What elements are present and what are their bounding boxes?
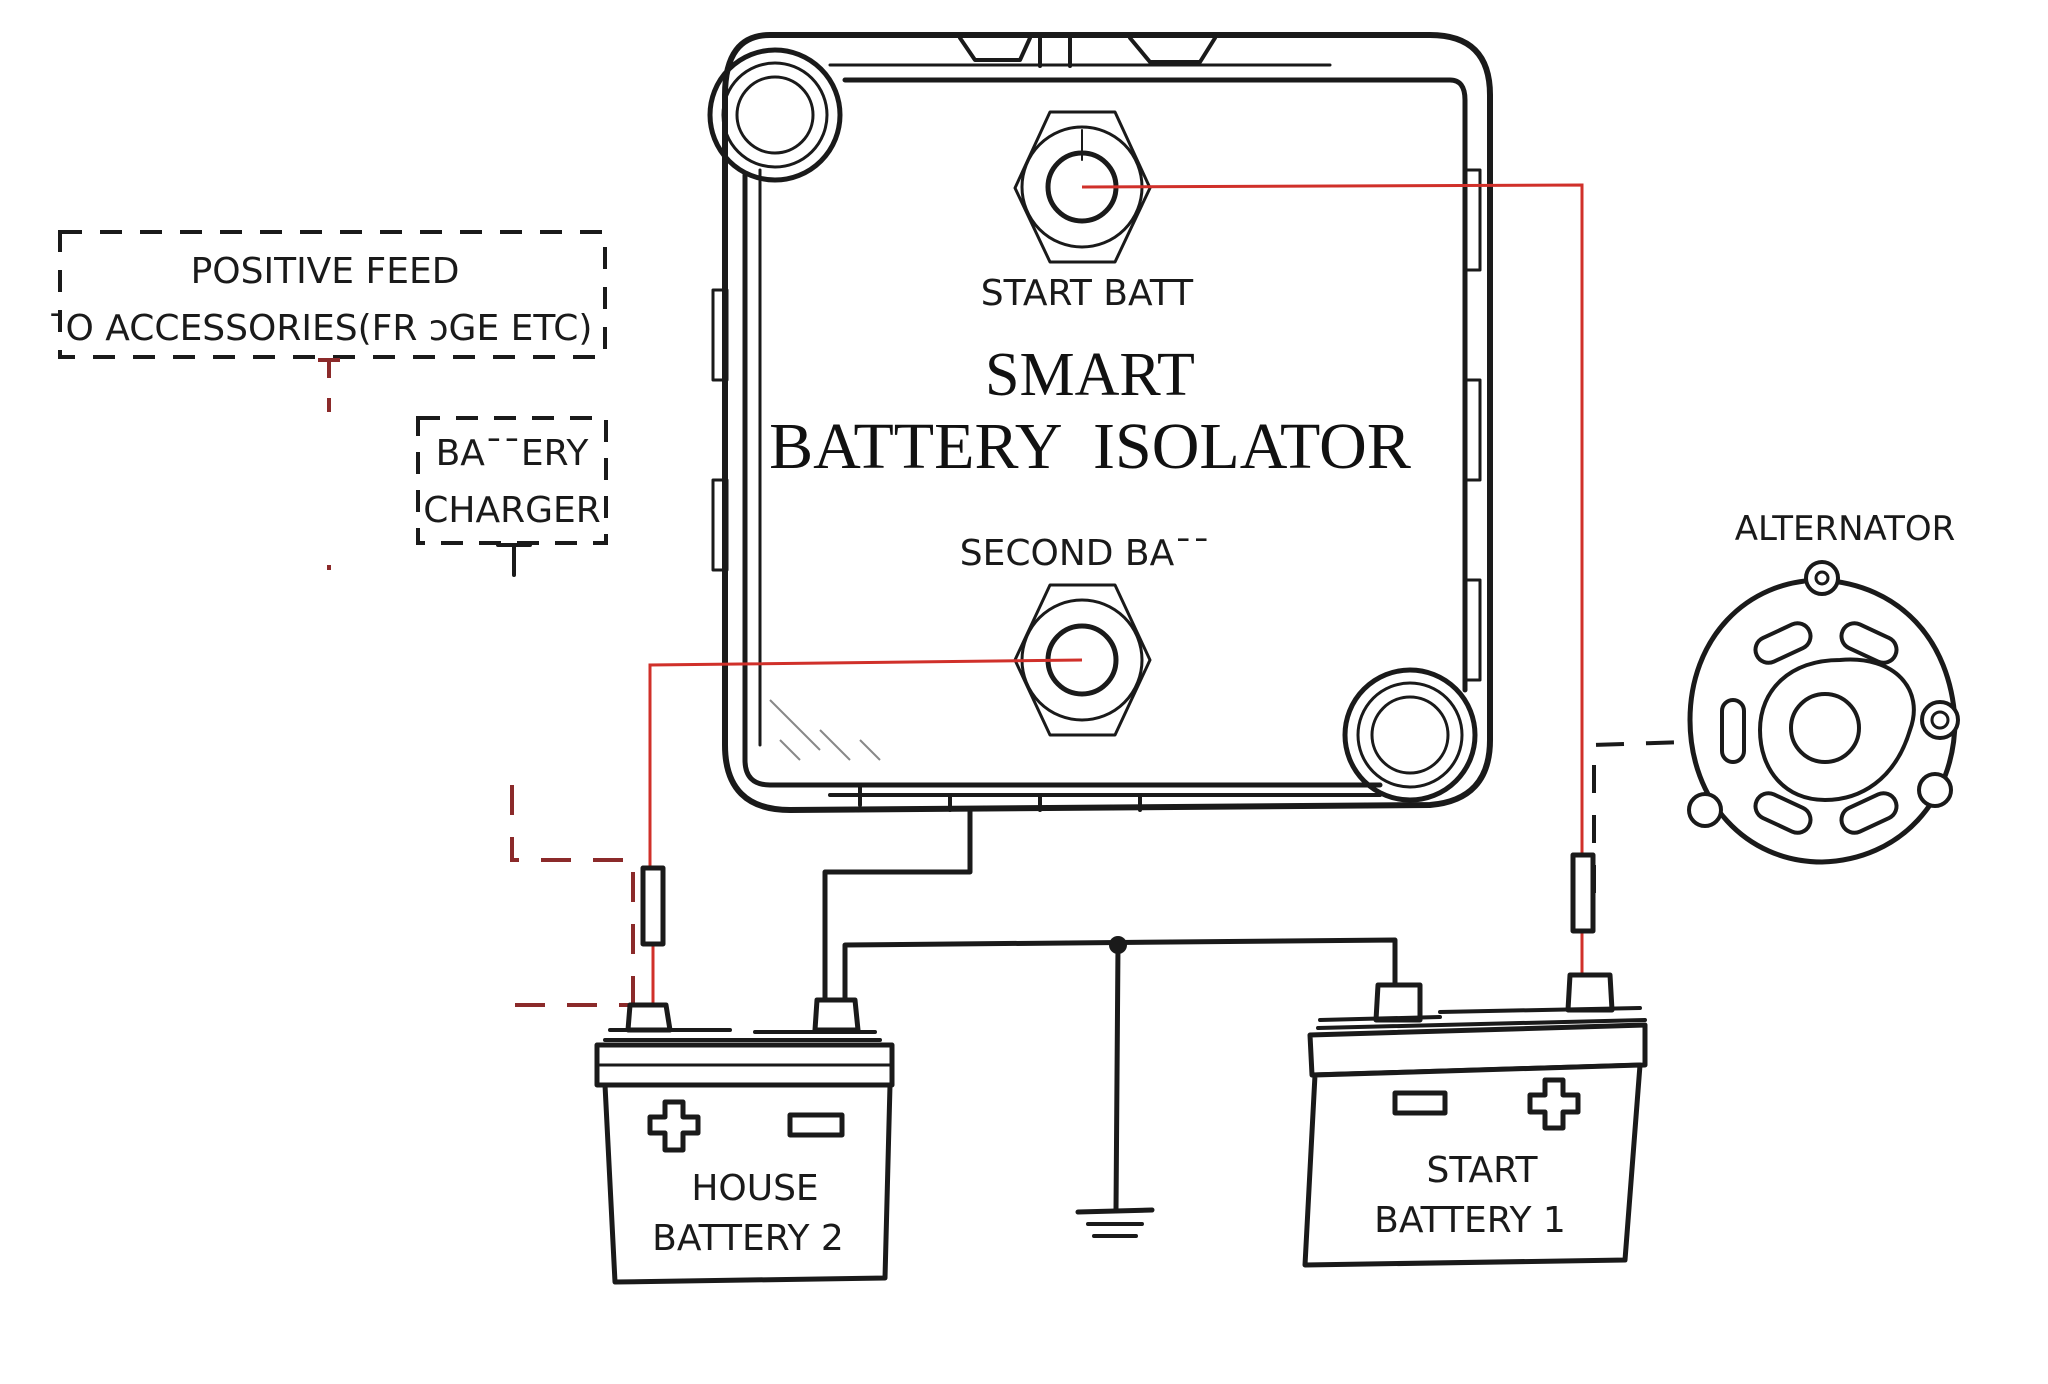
minus-icon xyxy=(1392,1090,1448,1116)
start-battery-label-line1: START xyxy=(1426,1150,1538,1191)
isolator-ground-wire xyxy=(822,807,973,1003)
positive-feed-accessories-box: POSITIVE FEED ¯O ACCESSORIES(FR ɔGE ETC) xyxy=(48,230,607,570)
alternator: ALTERNATOR xyxy=(1687,509,1960,865)
start-negative-post xyxy=(1373,982,1423,1023)
alternator-shaft xyxy=(1789,692,1861,764)
charger-label-line1: BA¯¯ERY xyxy=(436,433,590,474)
minus-icon xyxy=(787,1112,845,1138)
charger-tap xyxy=(496,543,532,577)
isolator-bottom-tabs xyxy=(828,783,1382,812)
charger-dashed-feed xyxy=(510,785,635,1010)
isolator-title-line2: BATTERY ISOLATOR xyxy=(769,410,1411,483)
smart-battery-isolator: START BATT SMART BATTERY ISOLATOR SECOND… xyxy=(707,32,1493,813)
ground-drop-wire xyxy=(1113,942,1121,1213)
accessories-label-line1: POSITIVE FEED xyxy=(191,251,460,292)
house-battery-label-line1: HOUSE xyxy=(691,1168,818,1209)
plus-icon xyxy=(1527,1077,1581,1131)
second-batt-label: SECOND BA¯¯ xyxy=(960,533,1211,574)
accessories-dashed-border xyxy=(58,230,607,359)
start-battery-1: START BATTERY 1 xyxy=(1302,972,1648,1268)
start-batt-label: START BATT xyxy=(981,273,1194,314)
accessories-feed-tap xyxy=(318,358,340,570)
start-battery-positive-wire xyxy=(1081,183,1584,880)
mounting-bolt-bottom-right xyxy=(1342,667,1478,803)
alternator-housing xyxy=(1687,577,1958,865)
house-positive-post xyxy=(625,1002,673,1033)
battery-charger-box: BA¯¯ERY CHARGER xyxy=(416,416,608,577)
start-positive-post xyxy=(1565,972,1615,1013)
house-battery-label-line2: BATTERY 2 xyxy=(652,1218,844,1259)
start-battery-case xyxy=(1302,1062,1643,1268)
isolator-top-tabs xyxy=(958,36,1217,68)
mounting-bolt-top-left xyxy=(707,47,843,183)
alternator-rotor xyxy=(1758,657,1916,802)
plus-icon xyxy=(647,1099,701,1153)
isolator-title-line1: SMART xyxy=(985,341,1195,409)
alternator-label: ALTERNATOR xyxy=(1735,509,1956,549)
alternator-dashed-feed xyxy=(1592,740,1686,893)
start-fuse xyxy=(1570,852,1596,934)
house-battery-2: HOUSE BATTERY 2 xyxy=(594,997,895,1285)
accessories-label-line2: ¯O ACCESSORIES(FR ɔGE ETC) xyxy=(48,308,593,349)
charger-dashed-border xyxy=(416,416,608,545)
start-battery-lid xyxy=(1307,1022,1648,1078)
charger-label-line2: CHARGER xyxy=(423,490,601,531)
ground-icon xyxy=(1075,1207,1155,1238)
house-battery-positive-wire xyxy=(648,658,1083,880)
house-fuse xyxy=(640,865,666,947)
house-negative-post xyxy=(812,997,861,1033)
start-battery-label-line2: BATTERY 1 xyxy=(1374,1200,1566,1241)
isolator-inner-face xyxy=(742,77,1468,788)
